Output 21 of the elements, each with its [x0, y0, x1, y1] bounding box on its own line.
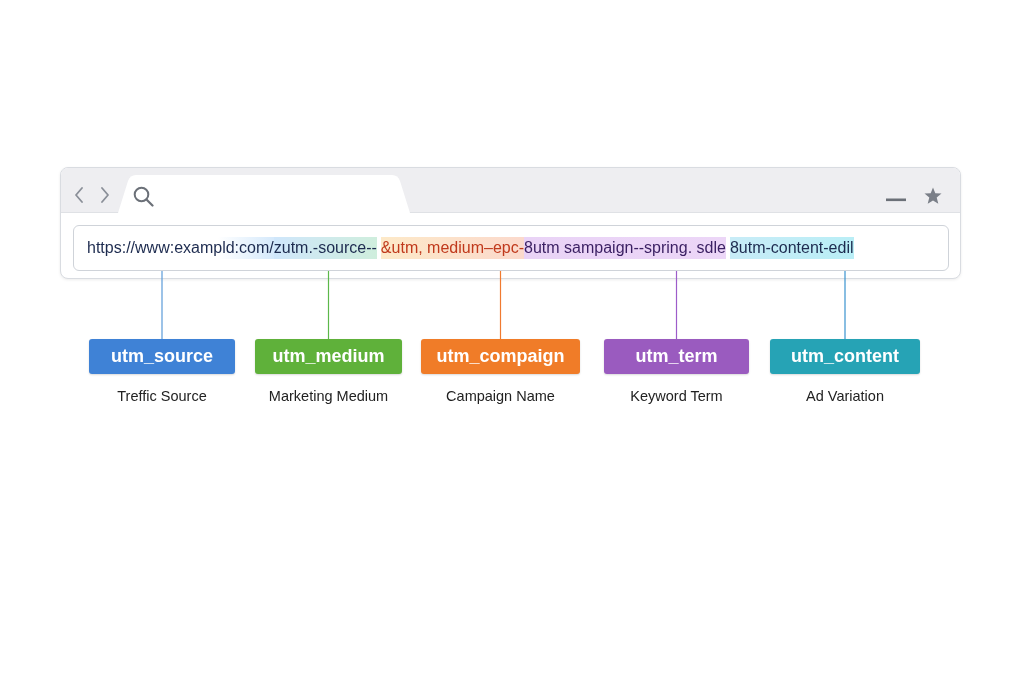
parameter-description: Marketing Medium [268, 387, 389, 405]
utm-parameter-tag: utm_medium [255, 339, 402, 374]
leader-line [161, 270, 163, 340]
utm-parameter-tag: utm_content [770, 339, 920, 374]
highlighted-url-parameter: zutm.-source-- [273, 237, 377, 259]
url-text: https://www:exampld:com/ [87, 237, 274, 259]
highlighted-url-parameter: 8utm sampaign--spring. sdle [524, 237, 726, 259]
parameter-description: Campaign Name [446, 387, 555, 405]
highlighted-url-parameter: &utm, medium–epc- [380, 237, 525, 259]
leader-line [499, 270, 502, 340]
parameter-description: Ad Variation [806, 387, 884, 405]
leader-line [844, 270, 846, 340]
utm-parameter-tag: utm_source [89, 339, 235, 374]
leader-line [327, 270, 330, 340]
address-bar [73, 225, 949, 271]
leader-line [675, 270, 678, 340]
parameter-description: Treffic Source [117, 387, 207, 405]
utm-parameter-tag: utm_term [604, 339, 749, 374]
utm-parameter-tag: utm_compaign [421, 339, 580, 374]
highlighted-url-parameter: 8utm-content-edil [729, 237, 854, 259]
parameter-description: Keyword Term [630, 387, 723, 405]
